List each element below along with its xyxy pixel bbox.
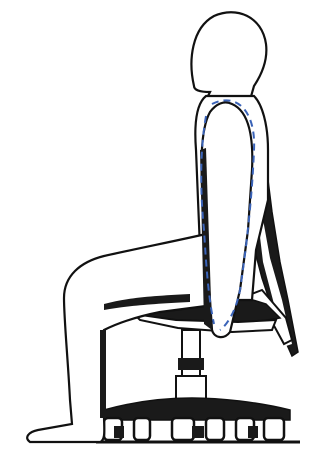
person-head bbox=[191, 12, 266, 100]
caster-dark-accent bbox=[248, 426, 258, 438]
chair-column-base-sleeve bbox=[176, 376, 206, 400]
chair-base bbox=[104, 398, 290, 420]
caster-wheel bbox=[172, 418, 194, 440]
caster-dark-accent bbox=[114, 426, 124, 438]
shin-shadow bbox=[100, 330, 106, 418]
caster-wheel bbox=[264, 418, 284, 440]
caster-wheel bbox=[134, 418, 150, 440]
caster-dark-accent bbox=[192, 426, 204, 438]
caster-wheel bbox=[206, 418, 224, 440]
chair-casters bbox=[104, 418, 284, 440]
chair-column-collar bbox=[178, 358, 204, 370]
